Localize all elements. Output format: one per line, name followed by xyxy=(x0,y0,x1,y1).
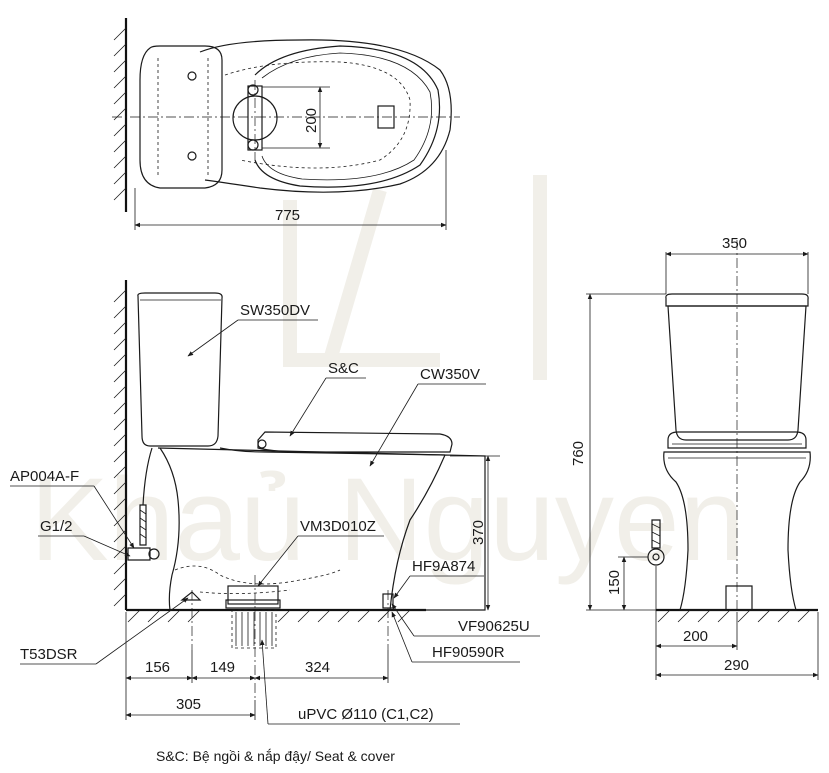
label-fixing: VF90625U xyxy=(458,618,530,635)
dim-775: 775 xyxy=(275,207,300,224)
side-trapway-hidden xyxy=(174,565,341,585)
front-base-cutout xyxy=(725,585,753,610)
side-flange xyxy=(227,585,279,605)
front-floor-hatch xyxy=(657,609,811,623)
front-hose xyxy=(651,519,661,549)
top-bolt-2 xyxy=(247,139,259,151)
leader-pipe xyxy=(260,639,269,725)
top-tank-bolt-1 xyxy=(187,71,197,81)
front-bowl xyxy=(663,451,811,611)
dim-200-top: 200 xyxy=(303,108,320,133)
label-screw: HF90590R xyxy=(432,644,505,661)
side-pipe xyxy=(231,609,277,649)
top-bowl-outline xyxy=(199,39,452,193)
front-seat xyxy=(667,431,807,449)
side-hose-fitting xyxy=(180,591,202,601)
side-valve-knob xyxy=(148,548,160,560)
top-tank-hidden xyxy=(157,58,209,178)
side-view: 370 156 149 324 305 SW350DV S&C CW350V A… xyxy=(10,280,540,725)
label-flange: VM3D010Z xyxy=(300,518,376,535)
front-valve-center xyxy=(652,553,660,561)
label-seat: S&C xyxy=(328,360,359,377)
side-trapway-hidden-2 xyxy=(199,589,291,594)
front-view: 350 760 150 200 290 xyxy=(570,235,819,680)
front-hose-hatch xyxy=(651,523,661,545)
dim-150: 150 xyxy=(606,570,623,595)
leader-seat xyxy=(289,377,327,437)
watermark: Khaủ Nguyen xyxy=(30,175,745,586)
top-bolt-1 xyxy=(247,84,259,96)
label-thread: G1/2 xyxy=(40,518,73,535)
side-hose-hatch xyxy=(139,509,147,539)
label-tank: SW350DV xyxy=(240,302,310,319)
side-flange-ring xyxy=(225,599,281,609)
dim-370: 370 xyxy=(470,520,487,545)
side-bowl-rim xyxy=(157,447,486,611)
side-floor-hatch xyxy=(127,609,411,623)
top-bowl-hidden xyxy=(224,61,411,169)
label-hose: T53DSR xyxy=(20,646,78,663)
leader-flange xyxy=(257,535,299,587)
leader-hose xyxy=(95,597,189,665)
side-tank xyxy=(137,292,223,447)
top-seat-inner xyxy=(261,52,433,181)
side-hose xyxy=(139,504,147,546)
side-bowl-top xyxy=(219,447,446,456)
label-pipe: uPVC Ø110 (C1,C2) xyxy=(298,706,434,723)
leader-bowl xyxy=(369,383,419,467)
label-bowl: CW350V xyxy=(420,366,480,383)
top-wall-hatch xyxy=(113,27,127,201)
leader-fixing xyxy=(391,603,415,637)
watermark-logo xyxy=(283,175,547,380)
dim-324: 324 xyxy=(305,659,330,676)
side-bowl-back xyxy=(159,447,180,611)
leader-valve xyxy=(93,485,135,549)
dim-156: 156 xyxy=(145,659,170,676)
top-seat-outline xyxy=(254,45,441,188)
dim-350: 350 xyxy=(722,235,747,252)
label-bolt-cap: HF9A874 xyxy=(412,558,475,575)
dim-760: 760 xyxy=(570,441,587,466)
watermark-text: Khaủ Nguyen xyxy=(30,454,745,586)
front-tank-lid xyxy=(665,293,809,307)
caption: S&C: Bệ ngồi & nắp đậy/ Seat & cover xyxy=(156,748,395,764)
dim-305: 305 xyxy=(176,696,201,713)
label-angle-valve: AP004A-F xyxy=(10,468,79,485)
side-supply-pipe xyxy=(142,447,153,506)
leader-screw xyxy=(391,611,413,663)
dim-200-front: 200 xyxy=(683,628,708,645)
top-tank-outline xyxy=(139,45,223,189)
dim-149: 149 xyxy=(210,659,235,676)
side-hinge xyxy=(257,439,267,449)
leader-thread xyxy=(83,535,131,557)
leader-tank xyxy=(187,319,239,357)
side-pipe-lines xyxy=(235,612,273,646)
leader-boltcap xyxy=(393,575,411,599)
side-seat xyxy=(257,431,453,453)
dim-290: 290 xyxy=(724,657,749,674)
top-tank-bolt-2 xyxy=(187,151,197,161)
top-view: 200 775 xyxy=(112,18,460,230)
